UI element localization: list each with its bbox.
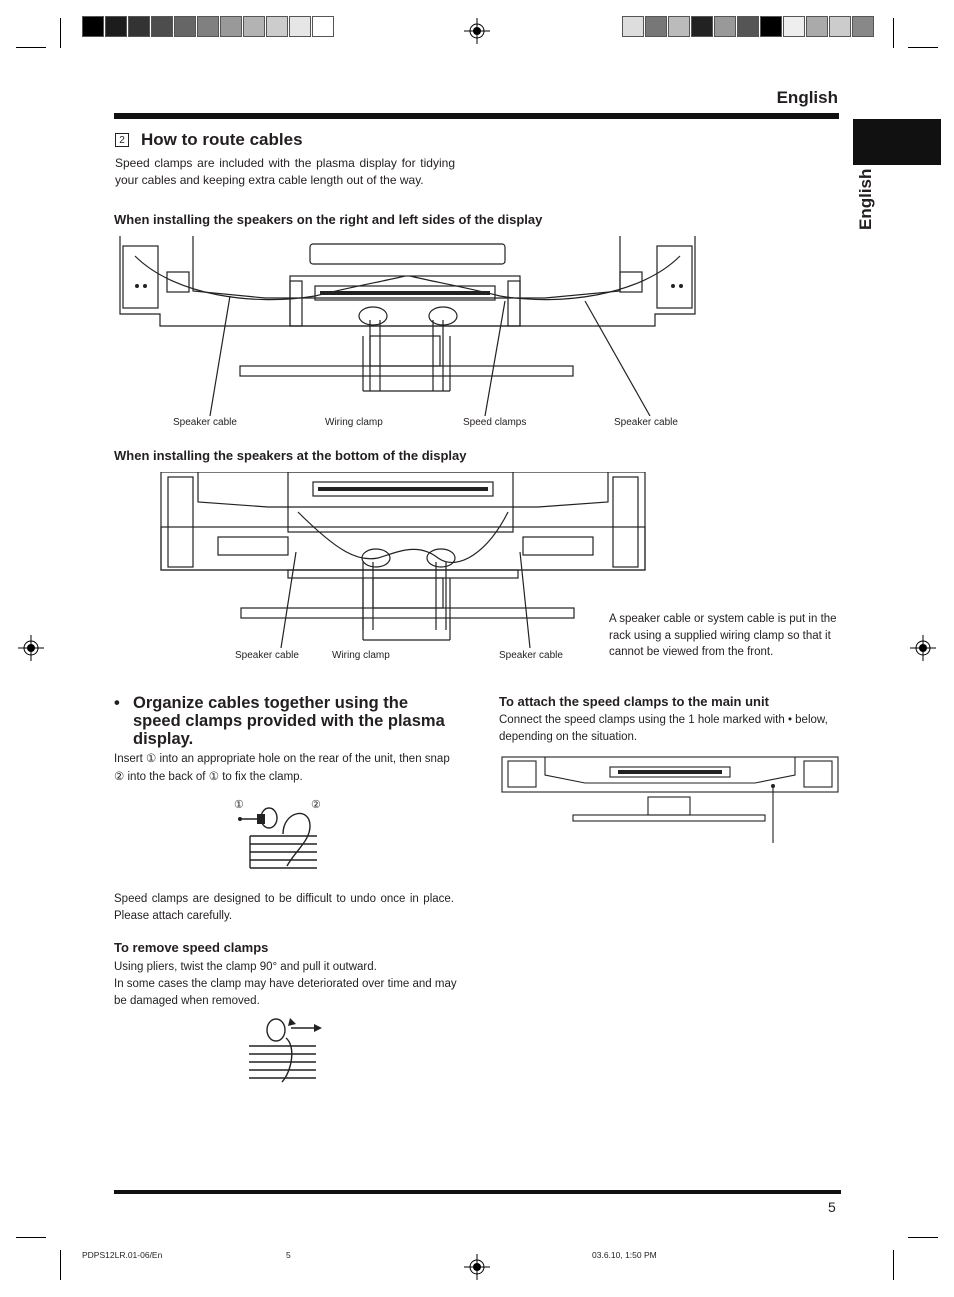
footer-doc-id: PDPS12LR.01-06/En <box>82 1250 163 1260</box>
registration-mark-icon <box>18 635 44 661</box>
figure2-label-wiring-clamp: Wiring clamp <box>332 650 390 661</box>
figure1-label-speed-clamps: Speed clamps <box>463 417 527 428</box>
crop-mark <box>908 47 938 48</box>
crop-mark <box>60 1250 61 1280</box>
attach-heading: To attach the speed clamps to the main u… <box>499 694 769 709</box>
figure1-label-speaker-cable-left: Speaker cable <box>173 417 237 428</box>
header-rule <box>114 113 839 119</box>
speed-clamp-remove-icon <box>249 1018 322 1083</box>
organize-heading: • Organize cables together using the spe… <box>114 694 454 748</box>
figure2-label-speaker-cable-left: Speaker cable <box>235 650 299 661</box>
attach-text: Connect the speed clamps using the 1 hol… <box>499 714 828 743</box>
crop-mark <box>16 47 46 48</box>
remove-line-1: Using pliers, twist the clamp 90° and pu… <box>114 961 377 973</box>
section-title: How to route cables <box>141 130 303 149</box>
side-tab <box>853 119 941 165</box>
crop-mark <box>893 1250 894 1280</box>
crop-mark <box>908 1237 938 1238</box>
registration-mark-icon <box>910 635 936 661</box>
crop-mark <box>60 18 61 48</box>
attach-main-unit-diagram <box>501 756 839 843</box>
footer-timestamp: 03.6.10, 1:50 PM <box>592 1250 657 1260</box>
footer-rule <box>114 1190 841 1194</box>
header-language: English <box>776 88 838 107</box>
figure1-heading: When installing the speakers on the righ… <box>114 212 543 227</box>
footer-center-page: 5 <box>286 1250 291 1260</box>
figure2-heading: When installing the speakers at the bott… <box>114 448 467 463</box>
organize-title: Organize cables together using the speed… <box>133 694 445 748</box>
crop-mark <box>893 18 894 48</box>
figure2-display-rear-diagram <box>160 472 646 649</box>
organize-insert-text: Insert ① into an appropriate hole on the… <box>114 753 450 783</box>
figure1-label-wiring-clamp: Wiring clamp <box>325 417 383 428</box>
bullet: • <box>114 694 120 712</box>
clamp-part-1-label: ① <box>234 799 244 811</box>
figure2-label-speaker-cable-right: Speaker cable <box>499 650 563 661</box>
side-tab-language: English <box>856 168 875 230</box>
organize-caution: Speed clamps are designed to be difficul… <box>114 893 454 922</box>
section-number: 2 <box>115 133 129 147</box>
page-number: 5 <box>828 1199 836 1215</box>
speed-clamp-insert-icon <box>238 807 317 869</box>
crop-mark <box>16 1237 46 1238</box>
clamp-part-2-label: ② <box>311 799 321 811</box>
figure2-note: A speaker cable or system cable is put i… <box>609 613 837 658</box>
registration-mark-icon <box>464 1254 490 1280</box>
remove-line-2: In some cases the clamp may have deterio… <box>114 978 457 1007</box>
figure1-display-rear-diagram <box>119 236 696 416</box>
remove-heading: To remove speed clamps <box>114 940 269 955</box>
section-intro: Speed clamps are included with the plasm… <box>115 156 455 187</box>
figure1-label-speaker-cable-right: Speaker cable <box>614 417 678 428</box>
registration-mark-icon <box>464 18 490 44</box>
